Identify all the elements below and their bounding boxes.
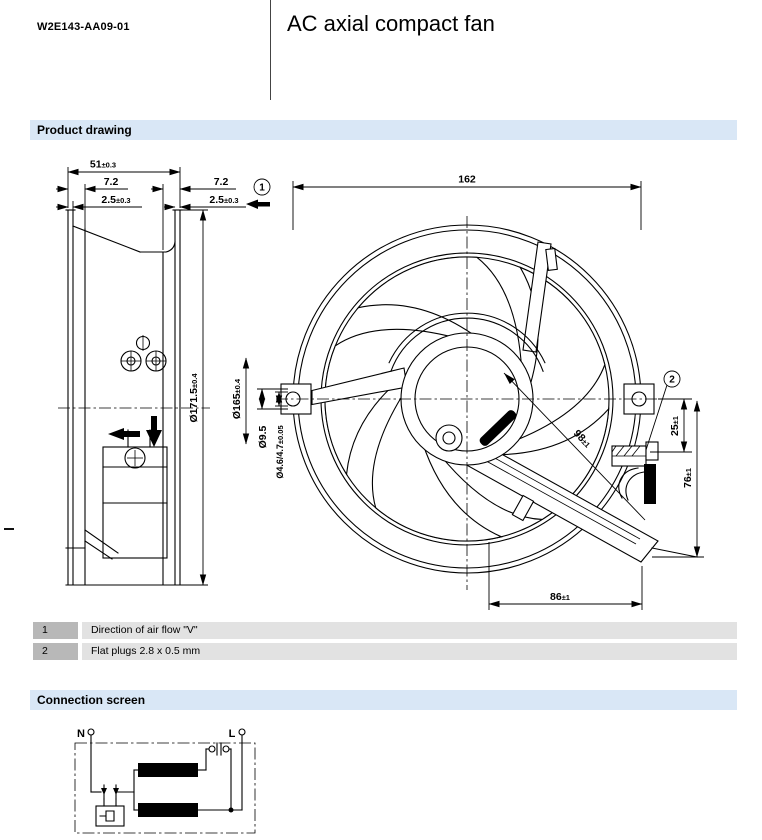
dim-depth: 51±0.3 xyxy=(90,159,116,171)
part-number: W2E143-AA09-01 xyxy=(37,21,130,33)
legend-row: 1 Direction of air flow "V" xyxy=(33,622,737,639)
section-header-product-drawing: Product drawing xyxy=(30,120,737,140)
main-winding xyxy=(138,763,198,777)
callout-flat-plugs: 2 xyxy=(645,370,681,451)
fan-boundary xyxy=(74,742,256,834)
motor-body xyxy=(102,429,168,559)
terminal-n-label: N xyxy=(77,728,85,740)
dim-hole-diameter: Ø4.6/4.7±0.05 xyxy=(275,425,285,478)
page-title: AC axial compact fan xyxy=(287,11,495,36)
callout-air-flow: 1 xyxy=(246,178,271,209)
dim-flange-left: 7.2 xyxy=(104,176,119,188)
auxiliary-winding xyxy=(138,803,198,817)
dim-plug-top: 25±1 xyxy=(669,416,681,436)
plug-housing xyxy=(644,464,656,504)
top-strut xyxy=(522,241,552,353)
legend-row: 2 Flat plugs 2.8 x 0.5 mm xyxy=(33,643,737,660)
side-view xyxy=(58,209,210,586)
legend-text: Flat plugs 2.8 x 0.5 mm xyxy=(82,643,737,660)
dim-wall-left: 2.5±0.3 xyxy=(101,194,130,206)
terminal-n xyxy=(87,728,95,736)
terminal-l-label: L xyxy=(229,728,236,740)
airflow-arrow-icon xyxy=(108,428,140,440)
dim-diagonal: 98±1 xyxy=(571,428,594,451)
cable-clamp xyxy=(511,494,535,522)
dim-boss-diameter: Ø9.5 xyxy=(257,425,269,448)
ebmpapst-logo xyxy=(479,410,517,446)
airflow-direction-arrow-icon xyxy=(246,199,270,209)
legend-number: 2 xyxy=(33,643,78,660)
dim-plug-bottom: 76±1 xyxy=(682,468,694,488)
section-header-connection-screen: Connection screen xyxy=(30,690,737,710)
svg-text:1: 1 xyxy=(259,183,265,194)
dimensions: 51±0.3 7.2 2.5±0.3 7.2 2.5±0.3 Ø171.5±0.… xyxy=(56,159,704,610)
thermal-protector xyxy=(90,784,135,827)
header-divider xyxy=(270,0,271,100)
terminal-l xyxy=(238,728,246,736)
ground-screw-icon xyxy=(124,447,146,469)
terminal-screws xyxy=(120,335,167,372)
legend-number: 1 xyxy=(33,622,78,639)
svg-text:2: 2 xyxy=(669,375,675,386)
page-mark xyxy=(4,528,14,530)
dim-wall-right: 2.5±0.3 xyxy=(209,194,238,206)
fan-blades xyxy=(324,256,610,542)
dim-housing-width: 162 xyxy=(458,174,476,186)
legend-text: Direction of air flow "V" xyxy=(82,622,737,639)
balance-weight xyxy=(545,247,558,272)
flat-plug-assembly xyxy=(611,441,698,558)
rotation-arrow-icon xyxy=(504,373,515,384)
dim-pitch-circle: Ø165±0.4 xyxy=(231,378,243,419)
dim-flange-right: 7.2 xyxy=(214,176,229,188)
capacitor xyxy=(197,742,232,811)
junction-dot xyxy=(228,807,234,813)
down-arrow-icon xyxy=(146,416,162,447)
dim-plug-horizontal: 86±1 xyxy=(550,591,570,603)
dim-outer-diameter: Ø171.5±0.4 xyxy=(188,373,200,423)
front-view xyxy=(276,216,698,590)
connection-diagram: N L xyxy=(74,728,256,834)
